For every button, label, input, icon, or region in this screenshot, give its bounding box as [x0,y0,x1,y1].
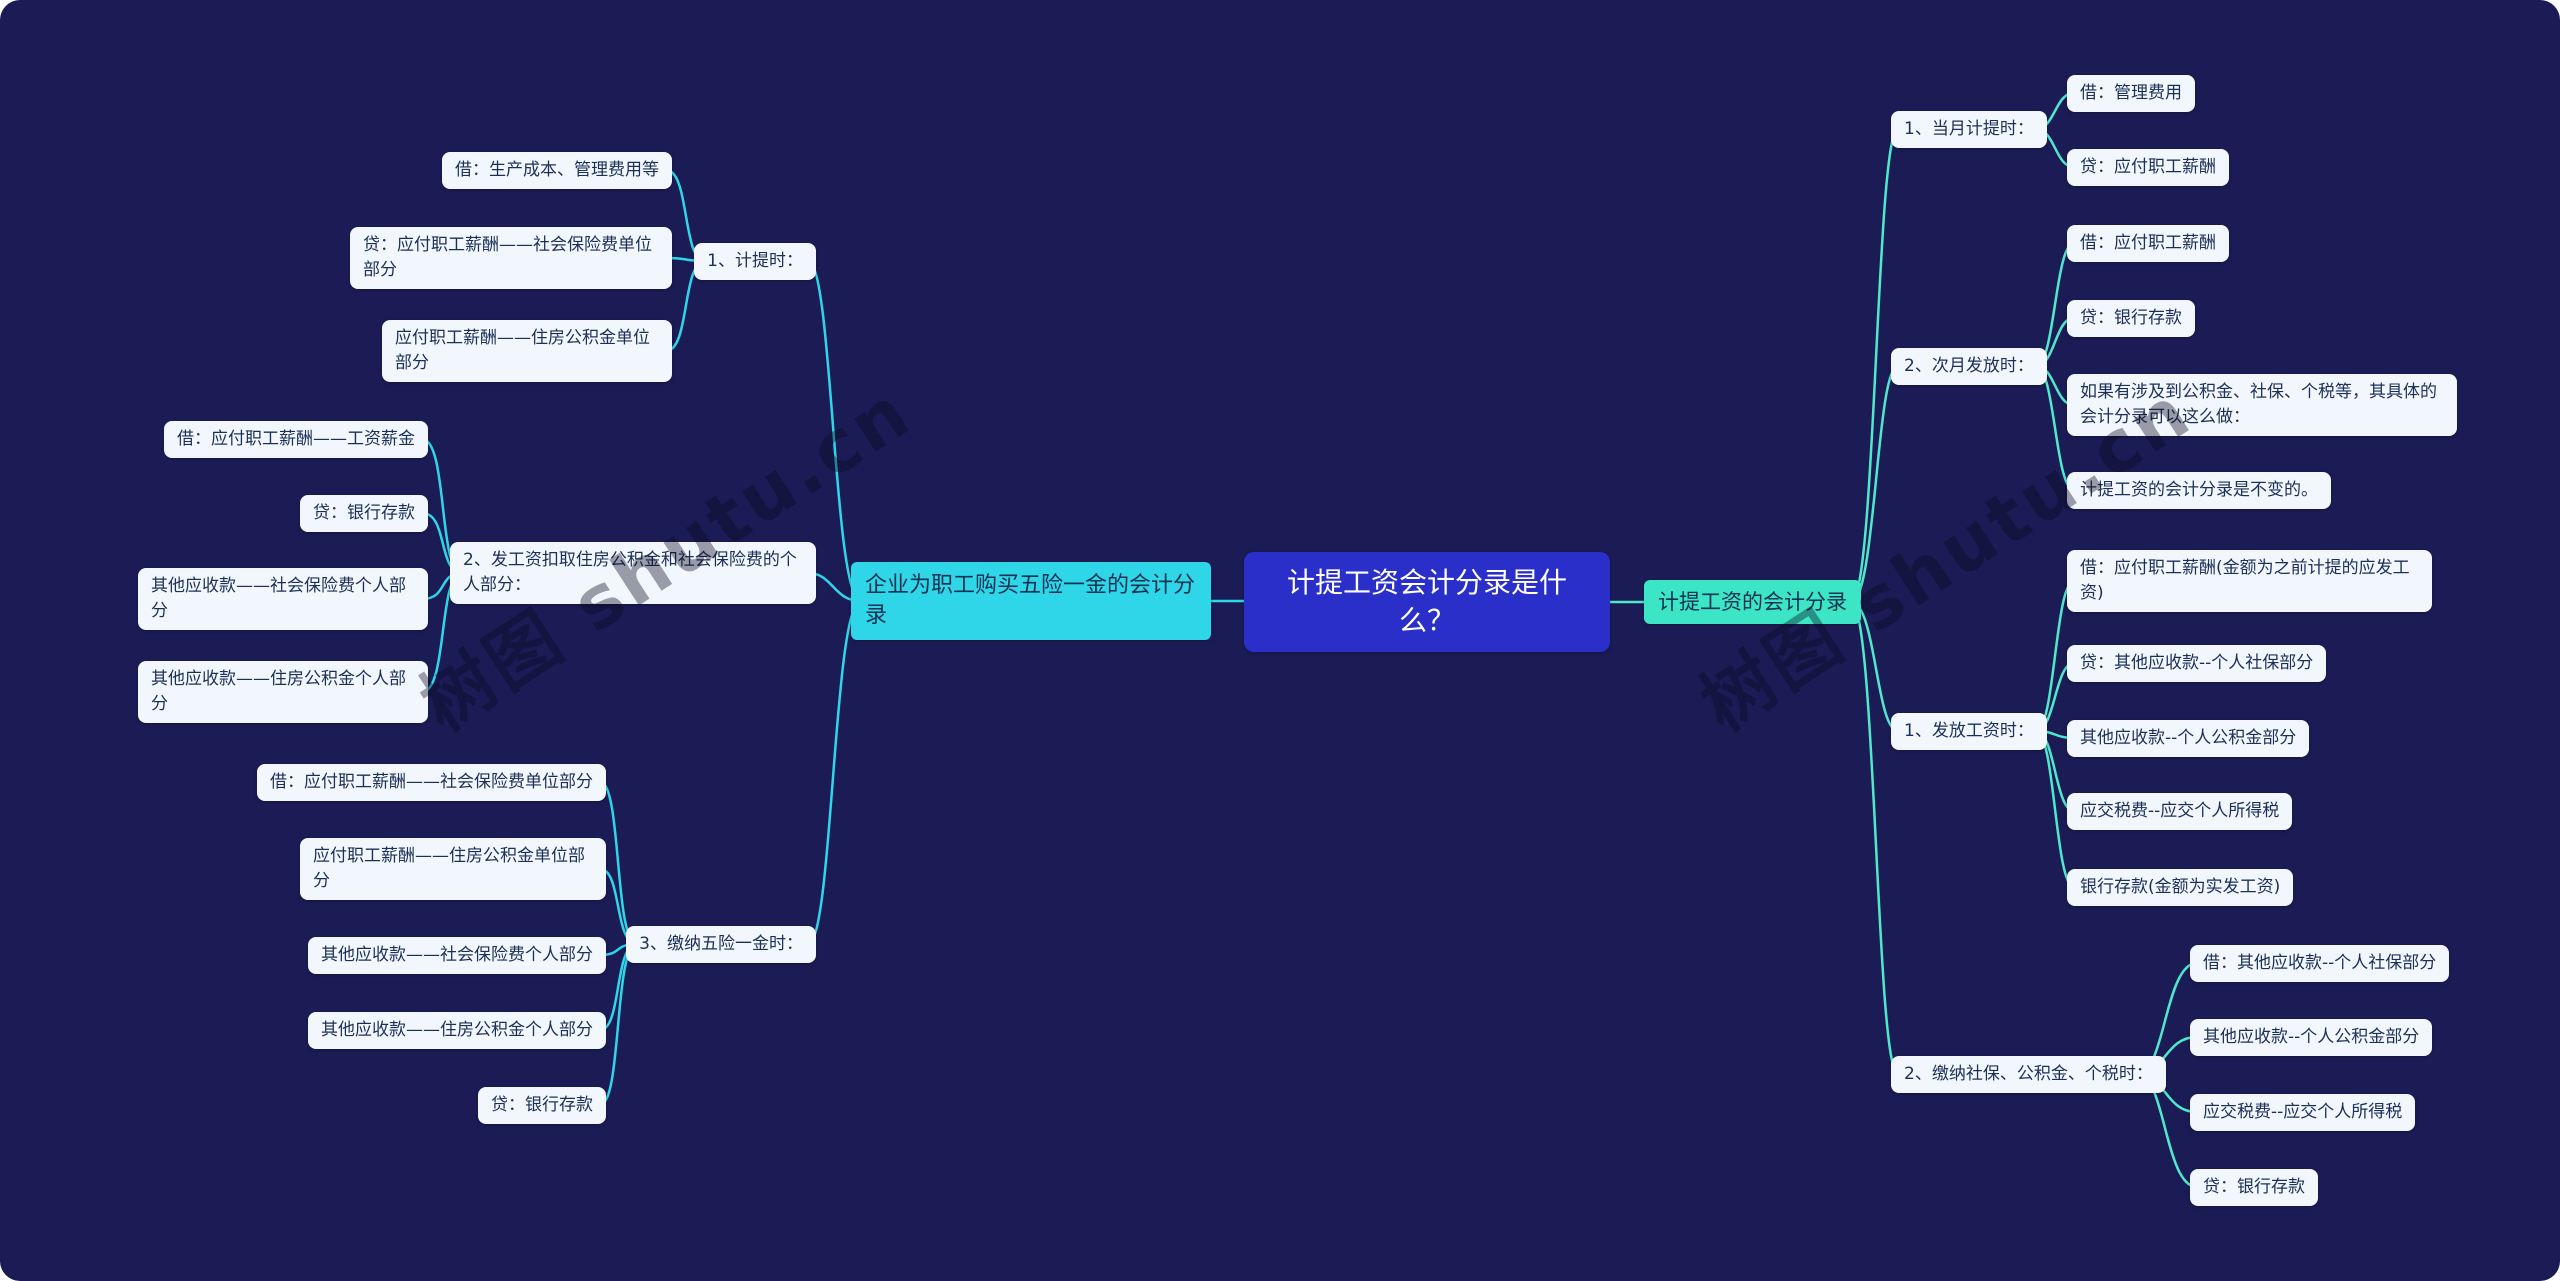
entry-node[interactable]: 其他应收款——社会保险费个人部分 [308,937,606,974]
entry-node[interactable]: 银行存款(金额为实发工资) [2067,869,2294,906]
branch-title-right[interactable]: 计提工资的会计分录 [1644,580,1861,624]
entry-node[interactable]: 借：应付职工薪酬——社会保险费单位部分 [257,764,606,801]
group-label[interactable]: 1、计提时： [694,243,816,280]
entry-node[interactable]: 其他应收款--个人公积金部分 [2190,1019,2433,1056]
entry-node[interactable]: 应付职工薪酬——住房公积金单位部分 [300,838,606,900]
entry-node[interactable]: 借：应付职工薪酬——工资薪金 [164,421,428,458]
entry-node[interactable]: 贷：应付职工薪酬——社会保险费单位部分 [350,227,672,289]
entry-node[interactable]: 其他应收款--个人公积金部分 [2067,720,2310,757]
entry-node[interactable]: 其他应收款——住房公积金个人部分 [138,661,428,723]
entry-node[interactable]: 借：其他应收款--个人社保部分 [2190,945,2450,982]
entry-node[interactable]: 贷：银行存款 [2190,1169,2318,1206]
entry-node[interactable]: 贷：银行存款 [2067,300,2195,337]
group-label[interactable]: 2、缴纳社保、公积金、个税时： [1891,1056,2166,1093]
entry-node[interactable]: 应交税费--应交个人所得税 [2067,793,2293,830]
root-node[interactable]: 计提工资会计分录是什么？ [1244,552,1610,652]
entry-node[interactable]: 其他应收款——社会保险费个人部分 [138,568,428,630]
entry-node[interactable]: 贷：其他应收款--个人社保部分 [2067,645,2327,682]
entry-node[interactable]: 贷：银行存款 [300,495,428,532]
entry-node[interactable]: 贷：银行存款 [478,1087,606,1124]
branch-title-left[interactable]: 企业为职工购买五险一金的会计分录 [851,562,1211,640]
group-label[interactable]: 2、发工资扣取住房公积金和社会保险费的个人部分： [450,542,816,604]
group-label[interactable]: 1、发放工资时： [1891,713,2047,750]
entry-node[interactable]: 应交税费--应交个人所得税 [2190,1094,2416,1131]
entry-node[interactable]: 借：管理费用 [2067,75,2195,112]
entry-node[interactable]: 借：应付职工薪酬(金额为之前计提的应发工资) [2067,550,2432,612]
entry-node[interactable]: 借：生产成本、管理费用等 [442,152,672,189]
group-label[interactable]: 1、当月计提时： [1891,111,2047,148]
entry-node[interactable]: 如果有涉及到公积金、社保、个税等，其具体的会计分录可以这么做： [2067,374,2457,436]
entry-node[interactable]: 贷：应付职工薪酬 [2067,149,2229,186]
entry-node[interactable]: 应付职工薪酬——住房公积金单位部分 [382,320,672,382]
group-label[interactable]: 3、缴纳五险一金时： [626,926,816,963]
group-label[interactable]: 2、次月发放时： [1891,348,2047,385]
entry-node[interactable]: 借：应付职工薪酬 [2067,225,2229,262]
entry-node[interactable]: 其他应收款——住房公积金个人部分 [308,1012,606,1049]
entry-node[interactable]: 计提工资的会计分录是不变的。 [2067,472,2331,509]
